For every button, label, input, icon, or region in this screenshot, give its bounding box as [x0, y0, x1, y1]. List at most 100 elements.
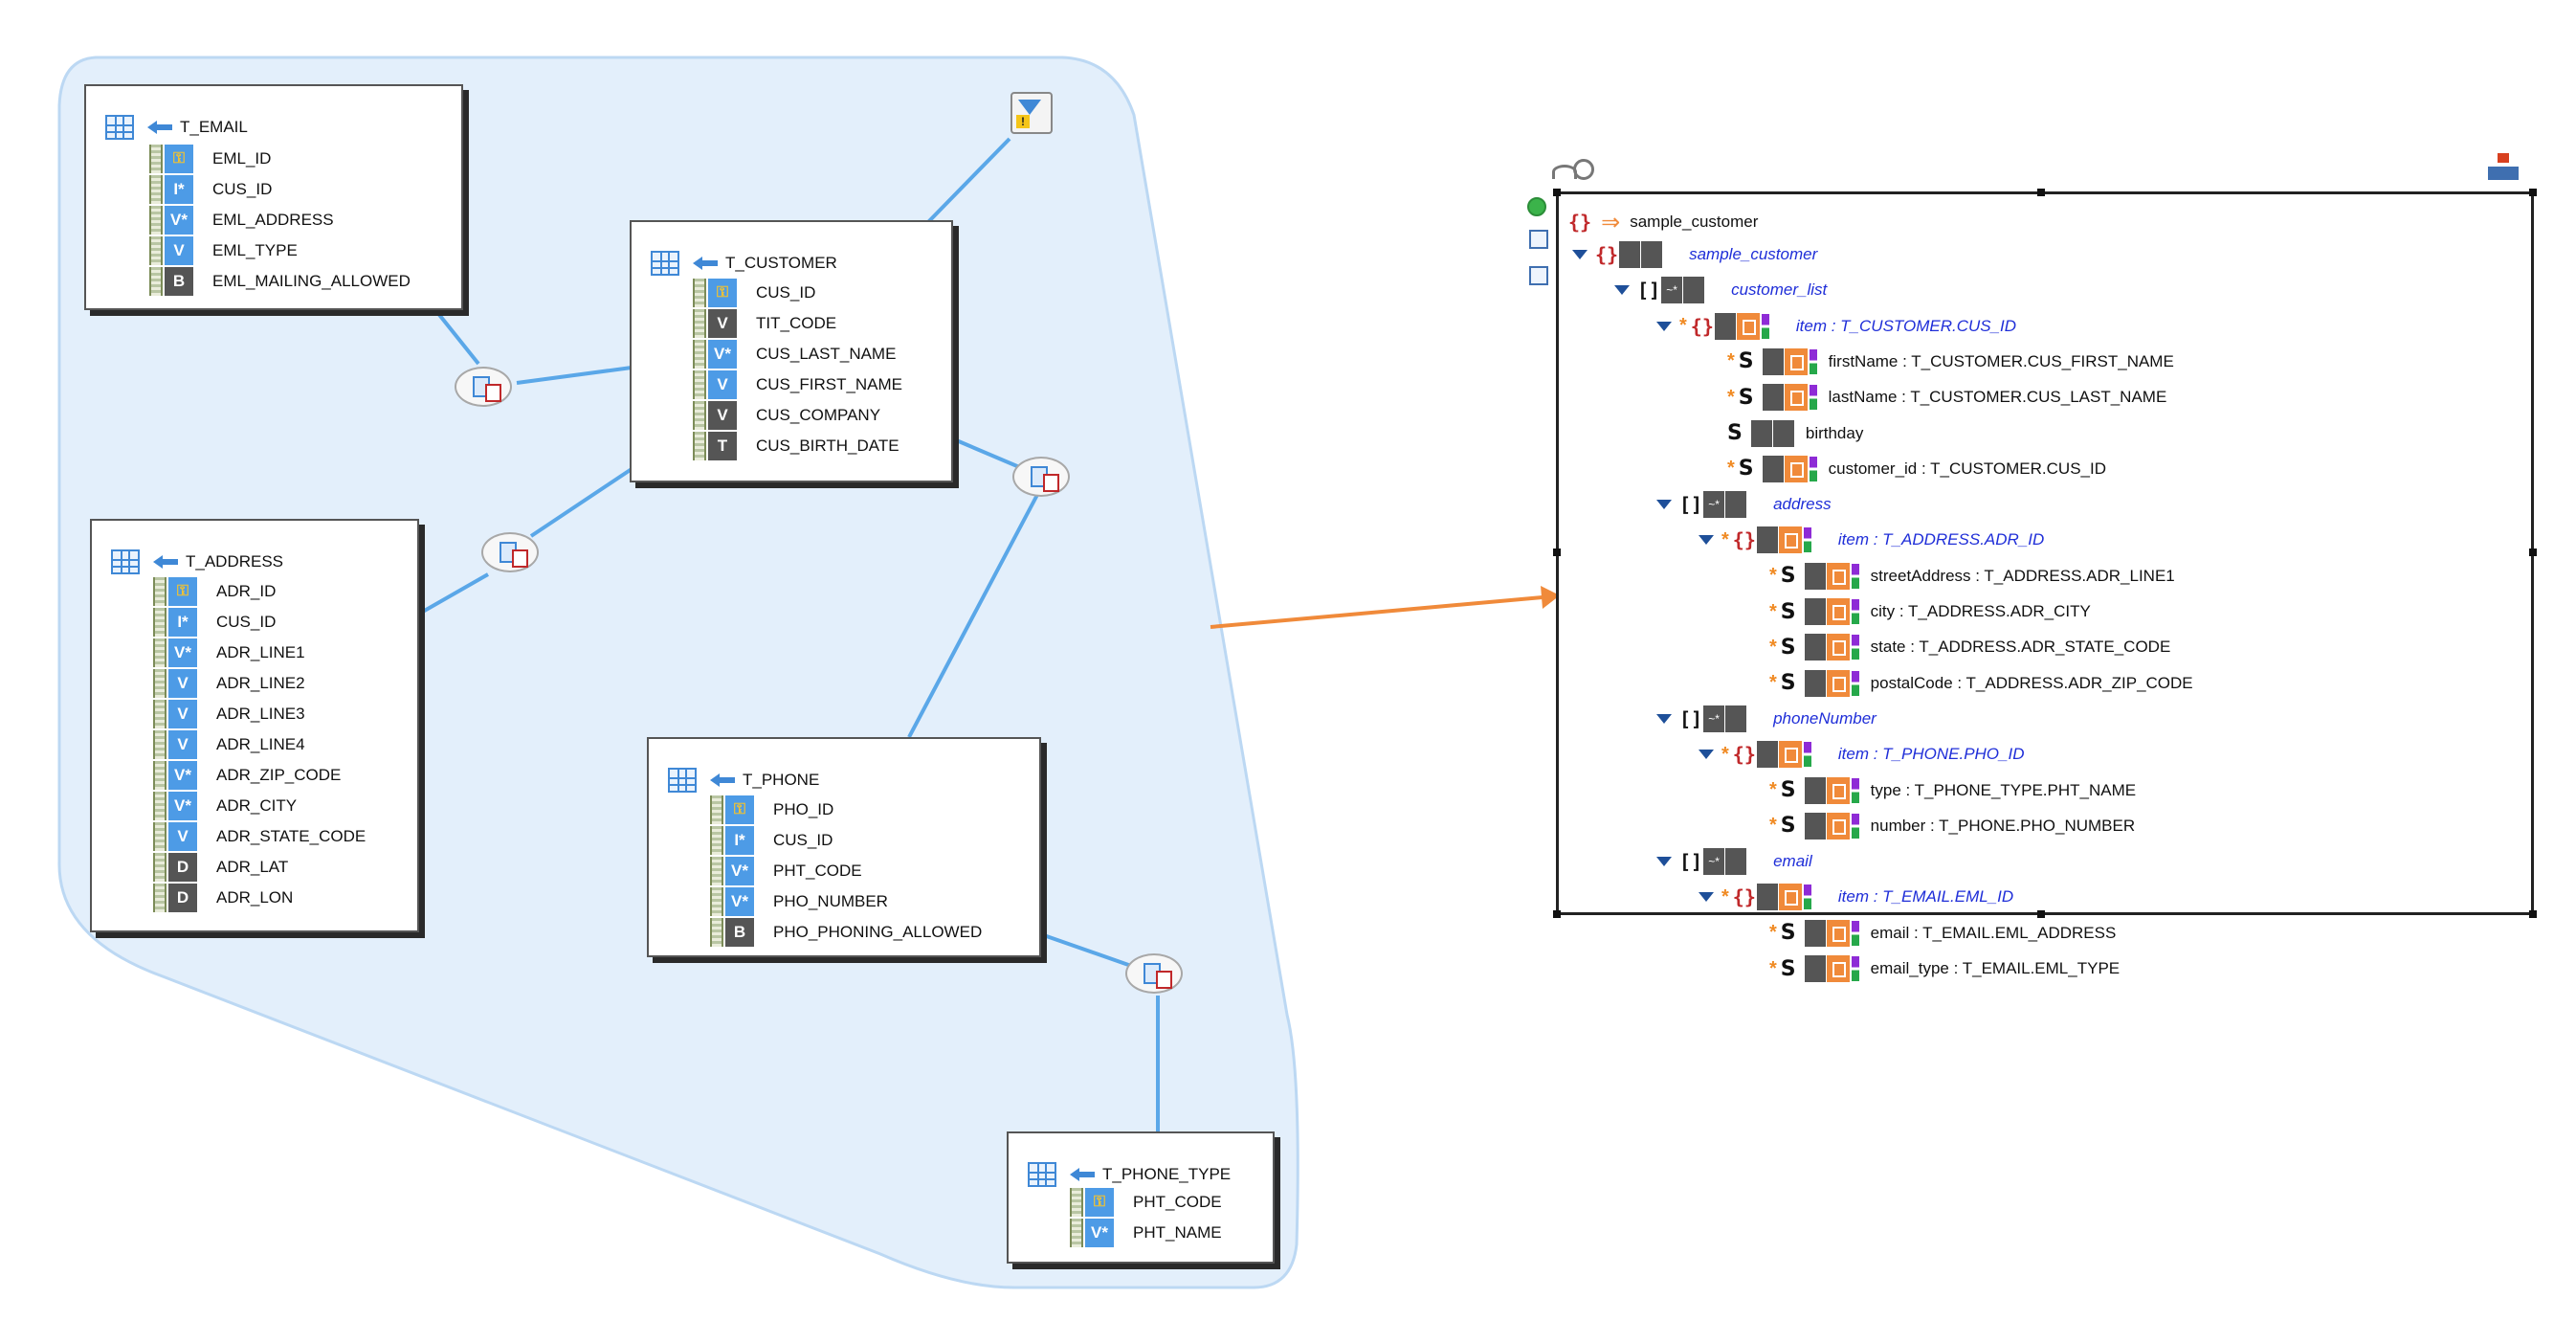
eye-search-icon[interactable]	[1552, 159, 1594, 182]
expand-triangle-icon[interactable]	[1699, 535, 1714, 546]
join-icon-phone-phonetype[interactable]	[1125, 953, 1183, 994]
column-row[interactable]: V*ADR_ZIP_CODE	[153, 760, 366, 791]
column-row[interactable]: V*PHO_NUMBER	[710, 886, 982, 917]
source-link-icon	[1784, 455, 1808, 482]
resize-handle[interactable]	[1553, 549, 1561, 556]
mapping-arrow-line	[1210, 595, 1543, 629]
resize-handle[interactable]	[2529, 549, 2537, 556]
column-row[interactable]: V*ADR_CITY	[153, 791, 366, 821]
column-row[interactable]: ⚿PHO_ID	[710, 795, 982, 825]
column-row[interactable]: ⚿ADR_ID	[153, 576, 366, 607]
json-node-arr[interactable]: []~*phoneNumber	[1656, 705, 1876, 733]
json-node-label: email : T_EMAIL.EML_ADDRESS	[1870, 923, 2117, 942]
json-node-obj[interactable]: *{}item : T_EMAIL.EML_ID	[1699, 883, 2013, 911]
json-node-arr[interactable]: []~*address	[1656, 490, 1832, 519]
column-type-badge: I*	[168, 608, 197, 637]
resize-handle[interactable]	[2529, 189, 2537, 196]
column-name: PHT_CODE	[773, 862, 862, 880]
json-node-obj[interactable]: *{}item : T_ADDRESS.ADR_ID	[1699, 526, 2044, 554]
expand-triangle-icon[interactable]	[1656, 321, 1672, 331]
column-stripe-icon	[710, 795, 723, 824]
column-row[interactable]: I*CUS_ID	[153, 607, 366, 638]
expand-triangle-icon[interactable]	[1614, 285, 1630, 296]
column-row[interactable]: V*ADR_LINE1	[153, 638, 366, 668]
json-node-obj[interactable]: *{}item : T_PHONE.PHO_ID	[1699, 740, 2025, 769]
filter-warning-icon[interactable]	[1010, 92, 1053, 134]
resize-handle[interactable]	[1553, 910, 1561, 918]
collapse-all-icon[interactable]	[1529, 266, 1548, 285]
join-icon-email-customer[interactable]	[455, 367, 512, 407]
expand-triangle-icon[interactable]	[1656, 500, 1672, 510]
json-node-obj[interactable]: *{}item : T_CUSTOMER.CUS_ID	[1656, 312, 2016, 341]
column-row[interactable]: ⚿CUS_ID	[693, 278, 902, 308]
expand-triangle-icon[interactable]	[1699, 750, 1714, 760]
expand-triangle-icon[interactable]	[1699, 892, 1714, 903]
column-row[interactable]: I*CUS_ID	[149, 174, 411, 205]
json-doc-title: sample_customer	[1630, 213, 1759, 231]
join-icon-customer-phone[interactable]	[1012, 457, 1070, 497]
expand-all-icon[interactable]	[1529, 230, 1548, 249]
resize-handle[interactable]	[2037, 189, 2045, 196]
column-row[interactable]: ⚿EML_ID	[149, 144, 411, 174]
column-row[interactable]: I*CUS_ID	[710, 825, 982, 856]
column-row[interactable]: ⚿PHT_CODE	[1070, 1187, 1222, 1218]
json-node-obj[interactable]: {}sample_customer	[1572, 240, 1817, 269]
json-node-arr[interactable]: []~*email	[1656, 847, 1812, 876]
expand-triangle-icon[interactable]	[1656, 713, 1672, 724]
column-stripe-icon	[149, 236, 163, 265]
left-arrow-icon	[153, 555, 178, 569]
expand-triangle-icon[interactable]	[1656, 857, 1672, 867]
column-row[interactable]: V*EML_ADDRESS	[149, 205, 411, 235]
network-icon[interactable]	[2488, 153, 2519, 182]
column-name: EML_MAILING_ALLOWED	[212, 272, 411, 290]
table-header: T_ADDRESS	[111, 546, 283, 578]
json-node-arr[interactable]: []~*customer_list	[1614, 276, 1827, 304]
column-row[interactable]: V*CUS_LAST_NAME	[693, 339, 902, 369]
check-circle-icon[interactable]	[1527, 197, 1546, 216]
resize-handle[interactable]	[1553, 189, 1561, 196]
join-icon-customer-address[interactable]	[481, 532, 539, 572]
column-row[interactable]: V*PHT_CODE	[710, 856, 982, 886]
expand-triangle-icon[interactable]	[1572, 250, 1588, 259]
resize-handle[interactable]	[2037, 910, 2045, 918]
json-node-label: customer_id : T_CUSTOMER.CUS_ID	[1828, 459, 2106, 478]
column-name: ADR_LINE1	[216, 643, 305, 661]
resize-handle[interactable]	[2529, 910, 2537, 918]
json-document-panel[interactable]: {} ⇒ sample_customer {}sample_customer[]…	[1553, 189, 2537, 982]
column-row[interactable]: V*PHT_NAME	[1070, 1218, 1222, 1248]
column-name: PHO_ID	[773, 800, 834, 818]
column-name: CUS_FIRST_NAME	[756, 375, 903, 393]
source-link-icon	[1826, 955, 1850, 982]
mandatory-asterisk-icon: *	[1721, 743, 1729, 765]
